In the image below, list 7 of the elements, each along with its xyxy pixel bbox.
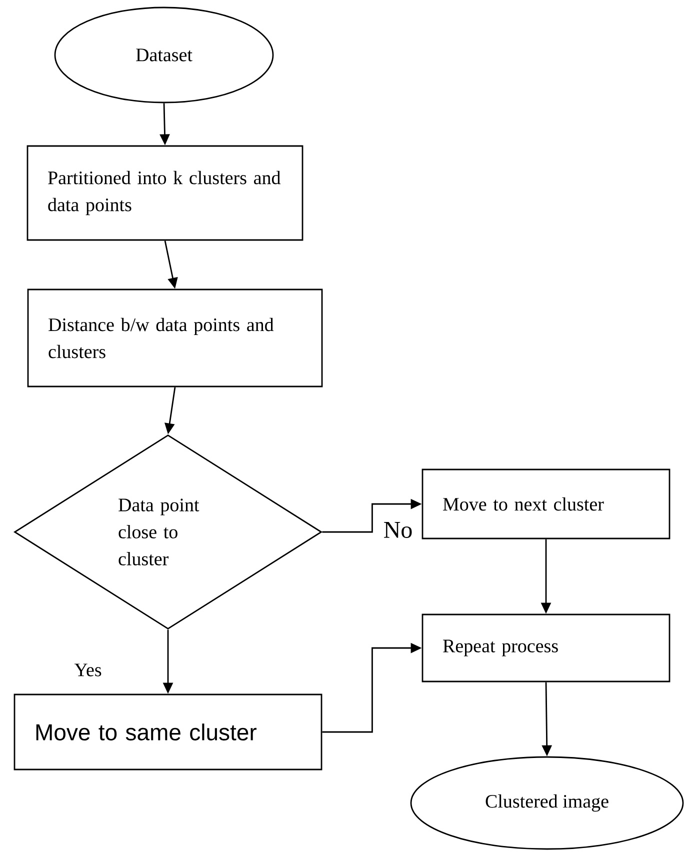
process-box: Distance b/w data points and clusters (27, 288, 323, 388)
edge-label: Yes (73, 662, 103, 678)
process-box: Repeat process (422, 614, 670, 682)
edge-label: No (382, 521, 414, 539)
process-box: Move to next cluster (422, 468, 670, 540)
process-box: Partitioned into k clusters and data points (26, 145, 304, 241)
process-box: Move to same cluster (14, 694, 322, 770)
